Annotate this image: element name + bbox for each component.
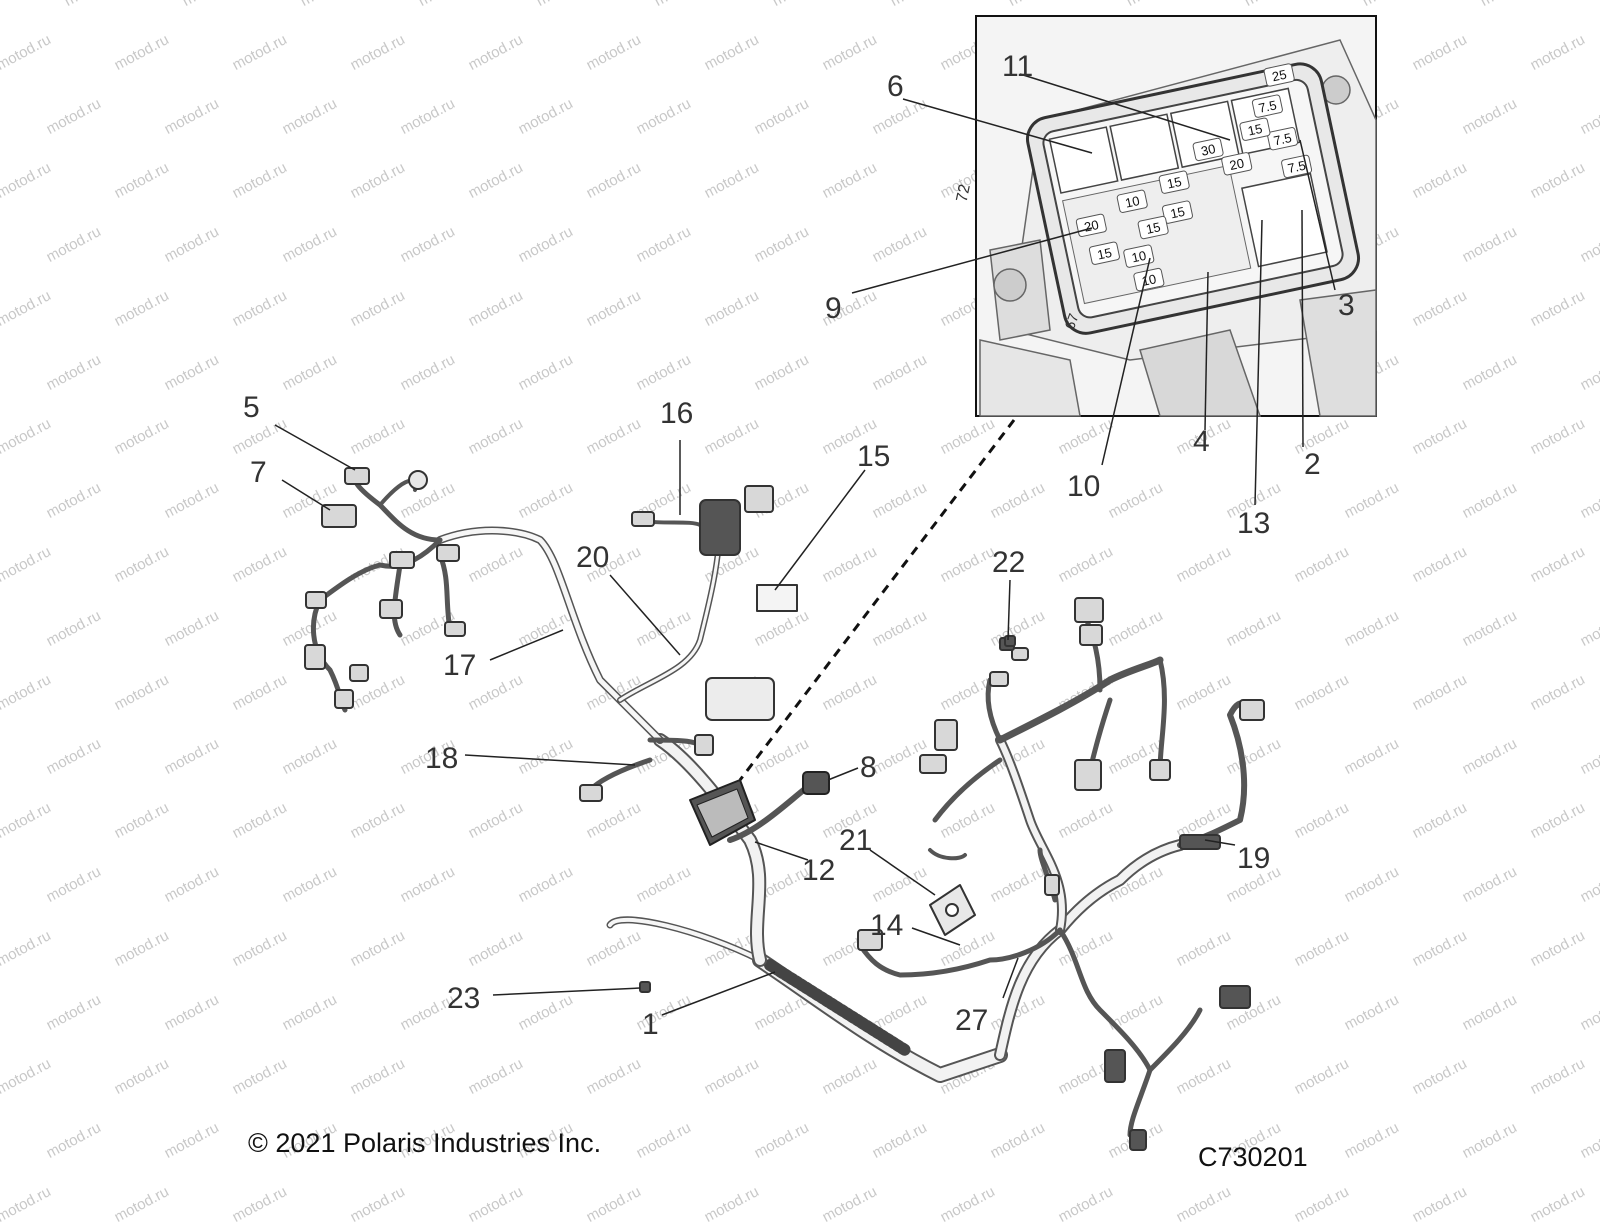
fuse-slot: [1123, 244, 1155, 268]
harness-drawing: [304, 467, 1265, 1151]
fuse-slot: [1158, 170, 1190, 194]
fuse-value-label: 15: [1246, 121, 1263, 139]
fuse-slot: [1161, 200, 1193, 224]
callout-2: 2: [1304, 448, 1321, 481]
callout-19: 19: [1237, 842, 1270, 875]
callout-23: 23: [447, 982, 480, 1015]
fuse-value-label: 20: [1083, 217, 1100, 235]
callout-14: 14: [870, 909, 903, 942]
callout-9: 9: [825, 292, 842, 325]
fuse-value-label: 10: [1140, 271, 1157, 289]
callout-17: 17: [443, 649, 476, 682]
fuse-slot: [1221, 152, 1253, 176]
left-connectors: [304, 467, 798, 802]
callout-15: 15: [857, 440, 890, 473]
fuse-value-label: 15: [1145, 219, 1162, 237]
callout-11: 11: [1002, 50, 1033, 83]
callout-5: 5: [243, 391, 260, 424]
fuse-value-label: 20: [1228, 155, 1245, 173]
copyright-notice: © 2021 Polaris Industries Inc.: [248, 1128, 602, 1158]
callout-labels: 5 7 16 15 20 17 18 8 12 21 14 22 19 27 2…: [243, 50, 1355, 1041]
callout-6: 6: [887, 70, 904, 103]
fuse-value-label: 10: [1130, 248, 1147, 266]
fuse-slot: [1267, 127, 1299, 151]
callout-22: 22: [992, 546, 1025, 579]
fuse-slot: [1116, 189, 1148, 213]
callout-7: 7: [250, 456, 267, 489]
leader-lines: [274, 73, 1336, 1016]
fuse-slot: [1263, 63, 1295, 87]
fuse-slot: [1137, 215, 1169, 240]
callout-10: 10: [1067, 470, 1100, 503]
callout-20: 20: [576, 541, 609, 574]
fuse-value-label: 7.5: [1257, 97, 1278, 115]
harness-fuse-box: [689, 771, 830, 846]
fuse-slot: [1251, 94, 1283, 118]
callout-12: 12: [802, 854, 835, 887]
callout-21: 21: [839, 824, 872, 857]
callout-18: 18: [425, 742, 458, 775]
fuse-value-label: 7.5: [1272, 130, 1293, 148]
panel-tag-bottom: 67: [1061, 311, 1081, 331]
callout-27: 27: [955, 1004, 988, 1037]
fuse-value-label: 10: [1124, 193, 1141, 211]
fuse-value-label: 15: [1166, 174, 1183, 192]
callout-13: 13: [1237, 507, 1270, 540]
fuse-value-label: 15: [1096, 245, 1113, 263]
fuse-slot: [1088, 241, 1120, 265]
figure-code: C730201: [1198, 1142, 1308, 1172]
callout-1: 1: [642, 1008, 659, 1041]
fuse-value-label: 15: [1169, 204, 1186, 222]
fuse-value-label: 25: [1271, 67, 1288, 85]
fuse-slot: [1192, 137, 1224, 162]
callout-16: 16: [660, 397, 693, 430]
main-harness-trunk: [606, 733, 1008, 1083]
callout-8: 8: [860, 751, 877, 784]
fuse-slot: [1239, 117, 1271, 141]
fuse-value-label: 30: [1200, 141, 1217, 159]
panel-tag-left: 72: [954, 183, 974, 204]
fuse-slot: [1281, 154, 1313, 179]
inset-link-line: [738, 419, 1016, 781]
callout-3: 3: [1338, 289, 1355, 322]
callout-4: 4: [1193, 425, 1210, 458]
fuse-value-label: 7.5: [1286, 158, 1307, 176]
